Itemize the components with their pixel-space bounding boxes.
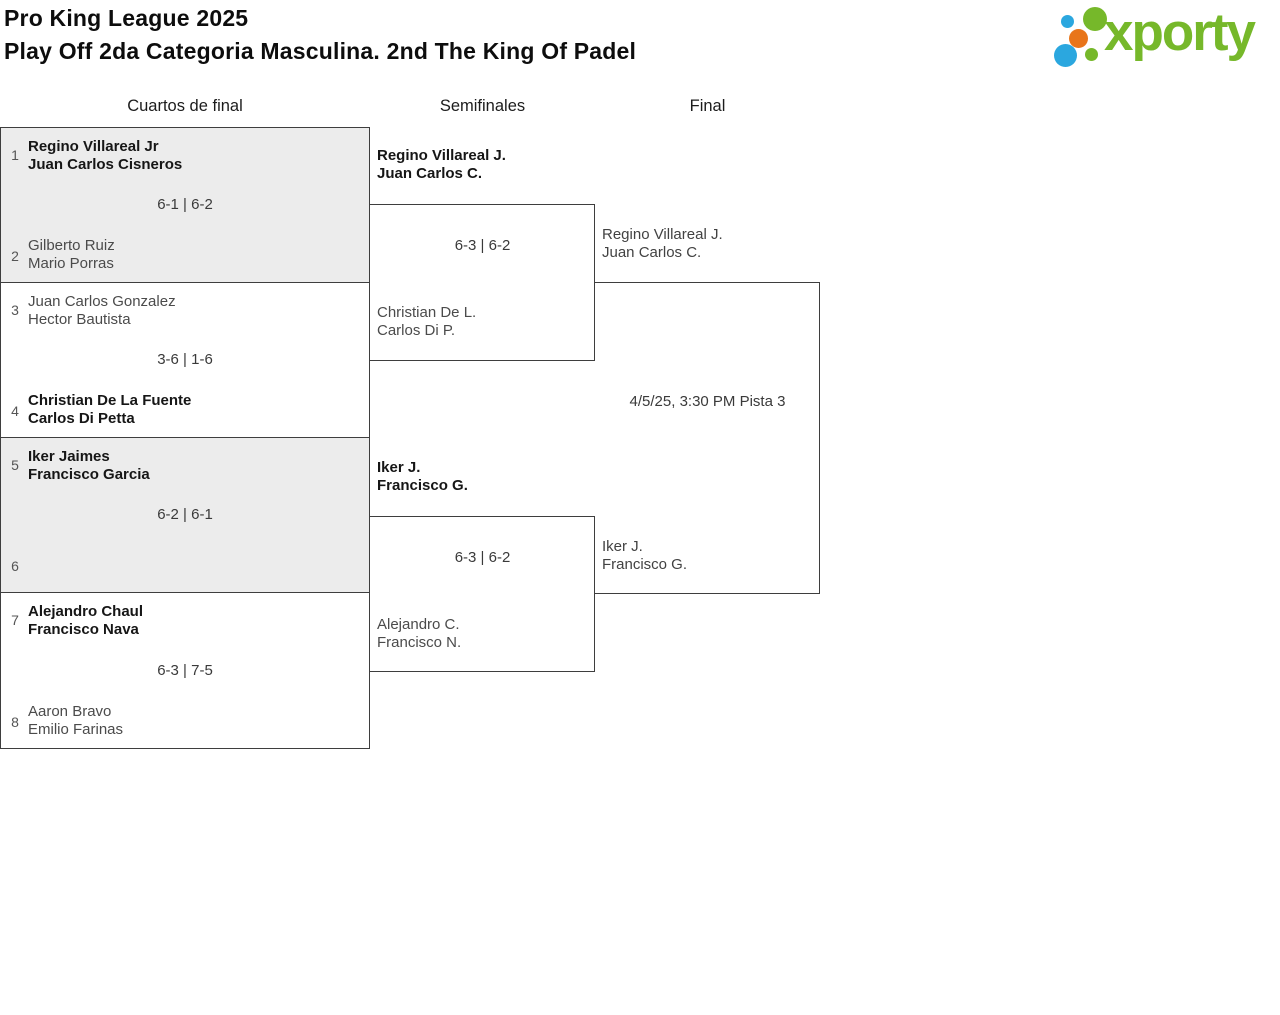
semifinal2-top-team: Iker J. Francisco G. [377,459,468,495]
team-name-line: Christian De La Fuente [28,392,192,409]
match-score: 6-3 | 6-2 [454,549,511,566]
logo-wordmark: xporty [1104,3,1256,62]
match-score: 6-3 | 7-5 [157,661,213,679]
team-name-line: Juan Carlos C. [377,165,483,182]
seed-number: 8 [11,714,19,730]
page-title: Pro King League 2025 [4,5,249,31]
team-name-line: Christian De L. [377,304,477,321]
match-semifinal-1[interactable] [370,204,595,361]
team-pair: Aaron Bravo Emilio Farinas [28,703,123,739]
xporty-logo[interactable]: xporty [1048,0,1278,70]
logo-dot-green-large-icon [1083,7,1107,31]
team-name-line: Juan Carlos Gonzalez [28,293,176,310]
match-quarterfinal-4[interactable]: 7 Alejandro Chaul Francisco Nava 6-3 | 7… [0,592,370,749]
team-name-line: Alejandro Chaul [28,603,144,620]
team-name-line: Francisco N. [377,634,462,651]
team-name-line: Carlos Di P. [377,322,456,339]
seed-number: 7 [11,612,19,628]
round-header-final: Final [689,97,726,115]
page-subtitle: Play Off 2da Categoria Masculina. 2nd Th… [4,38,637,64]
team-name-line: Emilio Farinas [28,721,124,738]
match-score: 3-6 | 1-6 [157,351,213,368]
final-top-team: Regino Villareal J. Juan Carlos C. [602,226,723,262]
team-pair: Regino Villareal Jr Juan Carlos Cisneros [28,138,182,174]
team-pair: Juan Carlos Gonzalez Hector Bautista [28,293,176,329]
match-final[interactable] [595,282,820,594]
seed-number: 2 [11,248,19,264]
match-score: 6-2 | 6-1 [157,506,213,523]
team-pair: Alejandro Chaul Francisco Nava [28,603,143,639]
seed-number: 5 [11,457,19,473]
final-schedule: 4/5/25, 3:30 PM Pista 3 [629,393,786,410]
team-pair: Iker Jaimes Francisco Garcia [28,448,150,484]
team-name-line: Francisco G. [377,477,468,494]
round-header-semifinals: Semifinales [439,97,526,115]
round-header-quarterfinals: Cuartos de final [127,97,243,115]
team-name-line: Regino Villareal J. [377,147,506,164]
team-name-line: Iker Jaimes [28,448,110,465]
team-pair: Christian De La Fuente Carlos Di Petta [28,392,191,428]
semifinal1-top-team: Regino Villareal J. Juan Carlos C. [377,147,506,183]
team-name-line: Iker J. [377,459,421,476]
match-score: 6-1 | 6-2 [157,196,213,213]
match-quarterfinal-3[interactable]: 5 Iker Jaimes Francisco Garcia 6-2 | 6-1… [0,437,370,593]
team-name-line: Gilberto Ruiz [28,237,115,254]
match-quarterfinal-1[interactable]: 1 Regino Villareal Jr Juan Carlos Cisner… [0,127,370,283]
team-name-line: Hector Bautista [28,311,131,328]
logo-dot-blue-large-icon [1054,44,1077,67]
logo-dot-orange-icon [1069,29,1088,48]
team-name-line: Iker J. [602,538,643,555]
seed-number: 4 [11,403,19,419]
team-name-line: Francisco Garcia [28,466,150,483]
team-pair: Gilberto Ruiz Mario Porras [28,237,115,273]
team-name-line: Mario Porras [28,255,114,272]
team-name-line: Juan Carlos C. [602,244,702,261]
match-score: 6-3 | 6-2 [454,237,511,254]
team-name-line: Aaron Bravo [28,703,112,720]
seed-number: 6 [11,558,19,574]
team-name-line: Francisco G. [602,556,688,573]
team-name-line: Regino Villareal J. [602,226,723,243]
seed-number: 1 [11,147,19,163]
team-name-line: Alejandro C. [377,616,460,633]
logo-dot-green-small-icon [1085,48,1098,61]
seed-number: 3 [11,302,19,318]
team-name-line: Carlos Di Petta [28,410,135,427]
match-quarterfinal-2[interactable]: 3 Juan Carlos Gonzalez Hector Bautista 3… [0,282,370,438]
semifinal2-bottom-team: Alejandro C. Francisco N. [377,616,461,652]
final-bottom-team: Iker J. Francisco G. [602,538,687,574]
team-name-line: Juan Carlos Cisneros [28,156,183,173]
match-semifinal-2[interactable] [370,516,595,672]
team-name-line: Regino Villareal Jr [28,138,159,155]
team-name-line: Francisco Nava [28,621,139,638]
logo-dot-blue-small-icon [1061,15,1074,28]
semifinal1-bottom-team: Christian De L. Carlos Di P. [377,304,476,340]
